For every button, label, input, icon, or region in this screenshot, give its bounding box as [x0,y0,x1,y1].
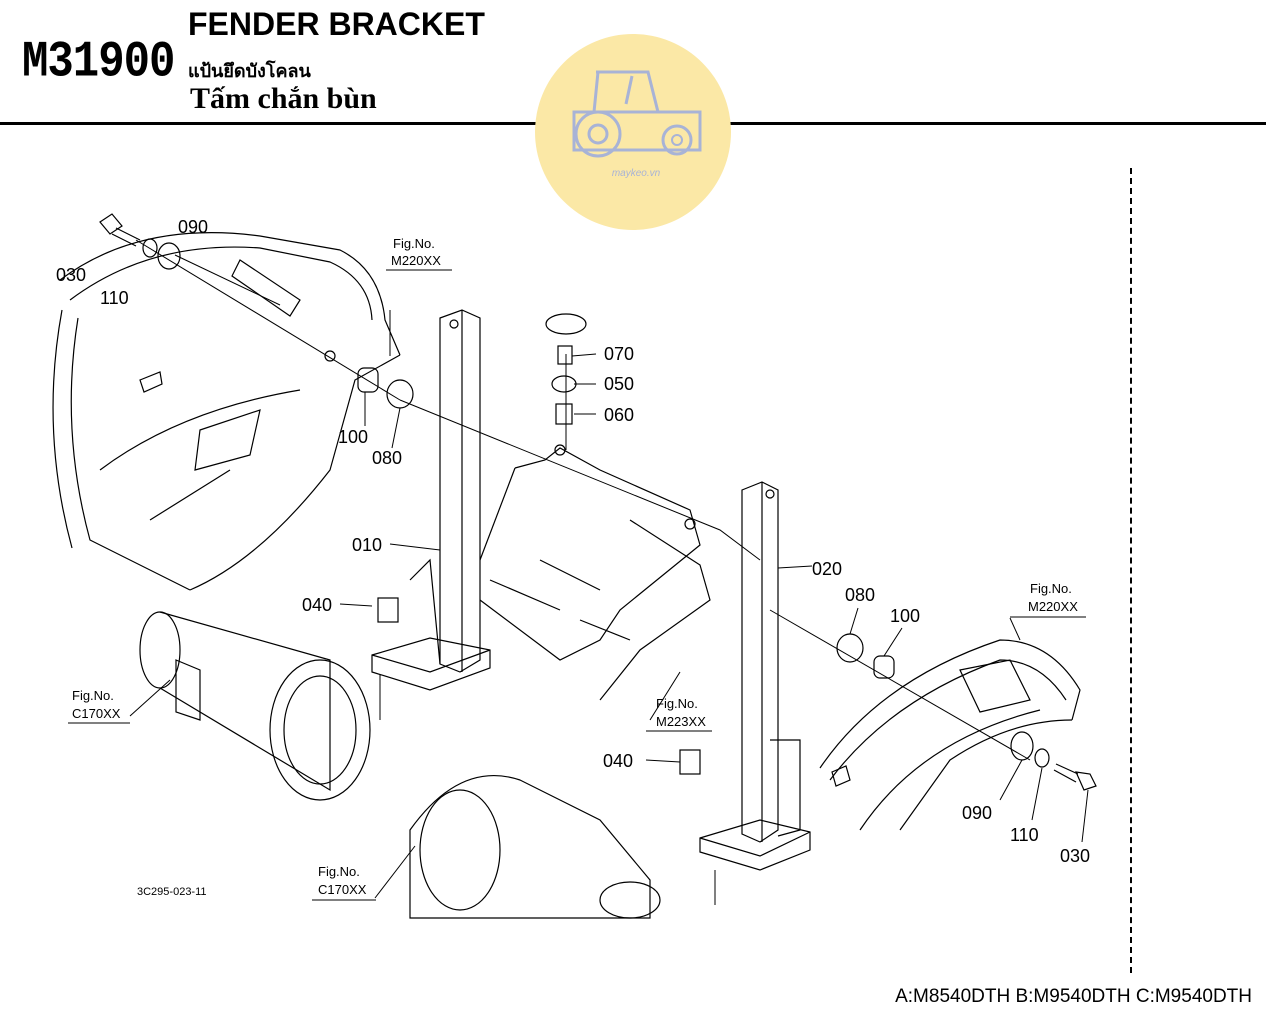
watermark-text: maykeo.vn [612,168,661,179]
model-list: A:M8540DTH B:M9540DTH C:M9540DTH [895,986,1252,1007]
callout-030-right: 030 [1060,846,1090,866]
figref-c170-right: Fig.No. C170XX [312,864,376,901]
figref-c170-left: Fig.No. C170XX [68,688,130,724]
callout-040-left: 040 [302,595,332,615]
figref-label: Fig.No. [72,688,114,703]
washer-090-left [157,242,181,270]
bushing-100-left [357,367,379,393]
callout-100-right: 100 [890,606,920,626]
callout-070: 070 [604,344,634,364]
washer-050 [551,375,577,393]
title-english: FENDER BRACKET [188,6,485,42]
figref-label: Fig.No. [393,236,435,251]
callout-050: 050 [604,374,634,394]
callout-060: 060 [604,405,634,425]
figref-number: C170XX [72,706,121,721]
title-vietnamese: Tấm chắn bùn [190,82,377,115]
callout-080-left: 080 [372,448,402,468]
left-post [371,309,491,691]
section-code: M31900 [22,34,175,92]
callout-110-right: 110 [1010,825,1039,845]
title-thai: แป้นยึดบังโคลน [188,61,311,81]
bolt-070 [557,345,573,365]
bushing-100-right [873,655,895,679]
figref-label: Fig.No. [656,696,698,711]
drawing-id: 3C295-023-11 [137,886,207,898]
axle-housing-left [139,611,371,801]
callout-090-right: 090 [962,803,992,823]
axle-housing-right [409,775,661,919]
figref-label: Fig.No. [1030,581,1072,596]
callout-080-right: 080 [845,585,875,605]
washer-110-right [1034,748,1050,768]
callout-090-left: 090 [178,217,208,237]
figref-number: M220XX [1028,599,1078,614]
figref-number: C170XX [318,882,367,897]
leader-lines [129,239,1089,905]
callout-020: 020 [812,559,842,579]
cap-plug [545,313,587,335]
bolt-040-left [377,597,399,623]
callout-010: 010 [352,535,382,555]
callout-100-left: 100 [338,427,368,447]
right-post [699,481,811,871]
floor-plate [479,444,711,701]
bolt-030-left [99,213,141,247]
figref-number: M223XX [656,714,706,729]
callout-040-right: 040 [603,751,633,771]
washer-110-left [142,238,158,258]
callout-110-left: 110 [100,288,129,308]
figref-m220-right: Fig.No. M220XX [1010,581,1086,618]
left-fender [52,232,401,591]
bolt-040-right [679,749,701,775]
collar-060 [555,403,573,425]
right-fender [819,639,1081,831]
page-divider [1130,168,1132,973]
figref-m223: Fig.No. M223XX [646,696,712,732]
watermark-logo: maykeo.vn [535,34,731,230]
bolt-030-right [1053,763,1097,791]
callout-030-left: 030 [56,265,86,285]
bushing-080-right [836,633,864,663]
figref-m220-left: Fig.No. M220XX [386,236,452,271]
figref-number: M220XX [391,253,441,268]
figref-label: Fig.No. [318,864,360,879]
